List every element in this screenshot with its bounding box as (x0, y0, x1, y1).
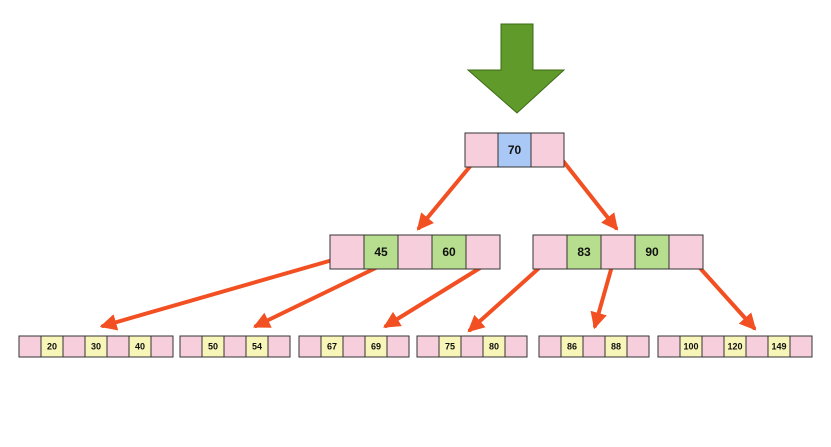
pointer-cell (342, 335, 366, 358)
key-label: 100 (683, 342, 698, 352)
pointer-cell (329, 234, 365, 270)
key-label: 60 (442, 245, 456, 259)
red-arrow-icon (689, 256, 757, 331)
key-label: 88 (611, 342, 621, 352)
pointer-cell (267, 335, 291, 358)
key-cell (363, 234, 399, 270)
key-label: 90 (645, 245, 659, 259)
red-arrow-icon (99, 255, 345, 331)
key-label: 50 (208, 342, 218, 352)
pointer-cell (416, 335, 440, 358)
key-label: 54 (252, 342, 262, 352)
red-arrow-icon (383, 258, 495, 328)
internal-node: 45 60 (329, 234, 501, 270)
pointer-cell (504, 335, 528, 358)
pointer-cell (106, 335, 130, 358)
key-label: 120 (727, 342, 742, 352)
key-label: 86 (567, 342, 577, 352)
pointer-cell (464, 132, 499, 168)
node-layer: 70 45 60 83 90 20 30 40 50 54 67 69 75 80 86 88 100 120 14… (18, 132, 813, 358)
pointer-cell (18, 335, 42, 358)
pointer-cell (530, 132, 565, 168)
pointer-cell (600, 234, 636, 270)
key-label: 67 (327, 342, 337, 352)
key-label: 20 (47, 342, 57, 352)
leaf-node: 20 30 40 (18, 335, 174, 358)
key-label: 75 (445, 342, 455, 352)
red-arrow-icon (467, 258, 550, 333)
pointer-cell (298, 335, 322, 358)
key-label: 45 (374, 245, 388, 259)
pointer-cell (745, 335, 769, 358)
pointer-cell (789, 335, 813, 358)
pointer-cell (62, 335, 86, 358)
pointer-cell (460, 335, 484, 358)
red-arrow-icon (554, 150, 619, 231)
key-label: 149 (771, 342, 786, 352)
pointer-cell (465, 234, 501, 270)
key-label: 83 (577, 245, 591, 259)
entry-arrow-icon (466, 23, 566, 114)
pointer-cell (626, 335, 650, 358)
pointer-cell (386, 335, 410, 358)
leaf-node: 100 120 149 (657, 335, 813, 358)
key-cell (497, 132, 532, 168)
pointer-cell (223, 335, 247, 358)
pointer-cell (397, 234, 433, 270)
leaf-node: 86 88 (538, 335, 650, 358)
pointer-cell (532, 234, 568, 270)
pointer-cell (582, 335, 606, 358)
pointer-cell (657, 335, 681, 358)
key-label: 69 (371, 342, 381, 352)
key-label: 80 (489, 342, 499, 352)
pointer-cell (538, 335, 562, 358)
key-label: 70 (508, 143, 522, 157)
pointer-cell (668, 234, 704, 270)
leaf-node: 75 80 (416, 335, 528, 358)
pointer-cell (150, 335, 174, 358)
root-node: 70 (464, 132, 565, 168)
internal-node: 83 90 (532, 234, 704, 270)
pointer-cell (179, 335, 203, 358)
pointer-cell (701, 335, 725, 358)
leaf-node: 67 69 (298, 335, 410, 358)
key-label: 40 (135, 342, 145, 352)
leaf-node: 50 54 (179, 335, 291, 358)
key-label: 30 (91, 342, 101, 352)
